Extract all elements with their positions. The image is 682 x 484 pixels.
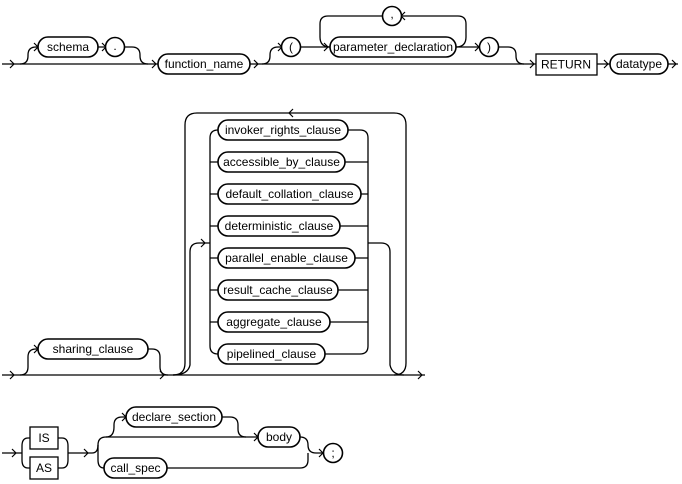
sharing-clause-node[interactable]: sharing_clause <box>37 338 149 360</box>
datatype-label: datatype <box>616 57 662 71</box>
dot-label: . <box>113 39 116 53</box>
clause-label: pipelined_clause <box>227 347 317 361</box>
clause-node-pipelined[interactable]: pipelined_clause <box>217 343 326 365</box>
parameter-declaration-label: parameter_declaration <box>333 40 453 54</box>
as-label: AS <box>36 461 52 475</box>
as-keyword[interactable]: AS <box>29 456 59 480</box>
declare-section-label: declare_section <box>132 410 216 424</box>
body-node[interactable]: body <box>257 426 301 448</box>
close-paren-label: ) <box>487 40 491 54</box>
function-name-label: function_name <box>165 57 244 71</box>
semicolon-label: ; <box>331 446 334 460</box>
call-spec-label: call_spec <box>110 461 160 475</box>
is-keyword[interactable]: IS <box>29 426 59 450</box>
clause-label: parallel_enable_clause <box>225 251 348 265</box>
comma-node[interactable]: , <box>381 5 403 27</box>
datatype-node[interactable]: datatype <box>609 53 669 75</box>
clause-label: default_collation_clause <box>225 187 353 201</box>
clause-label: deterministic_clause <box>225 219 334 233</box>
return-keyword[interactable]: RETURN <box>535 53 598 76</box>
schema-node[interactable]: schema <box>37 36 99 58</box>
clause-node-aggregate[interactable]: aggregate_clause <box>217 311 331 333</box>
call-spec-node[interactable]: call_spec <box>103 457 168 479</box>
clause-label: accessible_by_clause <box>223 155 340 169</box>
clause-label: result_cache_clause <box>223 283 333 297</box>
clause-node-invoker-rights[interactable]: invoker_rights_clause <box>217 119 349 141</box>
close-paren-node[interactable]: ) <box>478 36 500 58</box>
clause-node-default-collation[interactable]: default_collation_clause <box>217 183 362 205</box>
declare-section-node[interactable]: declare_section <box>125 406 223 428</box>
clause-node-parallel-enable[interactable]: parallel_enable_clause <box>217 247 356 269</box>
schema-label: schema <box>47 40 89 54</box>
clause-label: invoker_rights_clause <box>225 123 341 137</box>
parameter-declaration-node[interactable]: parameter_declaration <box>329 36 457 58</box>
comma-label: , <box>390 7 393 21</box>
clause-label: aggregate_clause <box>226 315 322 329</box>
semicolon-node[interactable]: ; <box>322 442 344 464</box>
return-label: RETURN <box>541 58 591 72</box>
open-paren-label: ( <box>289 40 293 54</box>
clause-node-result-cache[interactable]: result_cache_clause <box>217 279 339 301</box>
open-paren-node[interactable]: ( <box>280 36 302 58</box>
is-label: IS <box>38 431 49 445</box>
function-name-node[interactable]: function_name <box>157 53 251 75</box>
clause-node-accessible-by[interactable]: accessible_by_clause <box>217 151 346 173</box>
clause-node-deterministic[interactable]: deterministic_clause <box>217 215 341 237</box>
dot-node[interactable]: . <box>104 36 126 58</box>
sharing-clause-label: sharing_clause <box>53 342 134 356</box>
body-label: body <box>266 430 292 444</box>
row2-lines <box>2 108 425 380</box>
